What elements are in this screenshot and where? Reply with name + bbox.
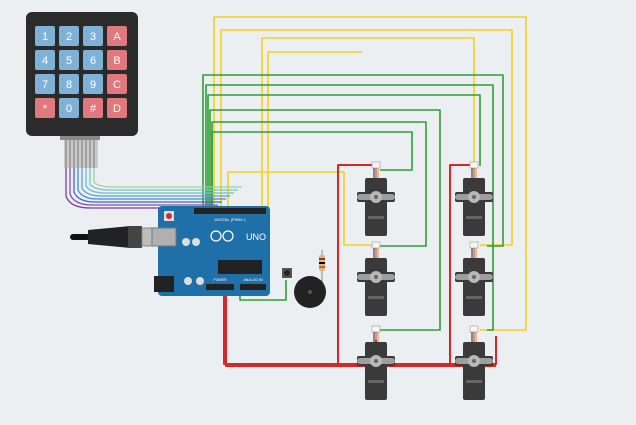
wire-green[interactable] [207, 94, 481, 212]
keypad-key[interactable]: 9 [83, 74, 103, 94]
keypad-key[interactable]: C [107, 74, 127, 94]
keypad-key-label: 1 [42, 31, 48, 43]
keypad-key[interactable]: D [107, 98, 127, 118]
keypad-key-label: 0 [66, 103, 72, 115]
wire-yellow[interactable] [261, 37, 475, 212]
servo-motor[interactable] [357, 241, 395, 316]
keypad-connector [60, 136, 100, 140]
keypad-key-label: 4 [42, 55, 48, 67]
power-header [206, 284, 234, 290]
keypad-key[interactable]: * [35, 98, 55, 118]
keypad-key[interactable]: 5 [59, 50, 79, 70]
keypad-key-label: 7 [42, 79, 48, 91]
servo-motor[interactable] [455, 161, 493, 236]
servo-motor[interactable] [357, 161, 395, 236]
usb-cable[interactable] [70, 226, 165, 248]
keypad-4x4[interactable]: 1 2 3 A 4 5 6 B 7 8 9 C * 0 # D [26, 12, 138, 168]
keypad-keys: 1 2 3 A 4 5 6 B 7 8 9 C * 0 # D [35, 26, 127, 118]
wire-yellow[interactable] [227, 171, 376, 246]
servo-motor[interactable] [455, 241, 493, 316]
keypad-key[interactable]: 3 [83, 26, 103, 46]
keypad-key[interactable]: B [107, 50, 127, 70]
power-header-label: POWER [213, 278, 227, 282]
pushbutton[interactable] [282, 268, 292, 278]
wire-green[interactable] [205, 84, 494, 331]
wire-green[interactable] [209, 109, 441, 331]
keypad-key-label: 2 [66, 31, 72, 43]
keypad-key-label: 6 [90, 55, 96, 67]
wire-green[interactable] [211, 131, 413, 212]
reset-button-cap [166, 213, 172, 219]
keypad-key-label: 3 [90, 31, 96, 43]
keypad-key-label: B [113, 55, 120, 67]
digital-header [194, 208, 266, 214]
capacitor [182, 238, 190, 246]
keypad-key-label: 8 [66, 79, 72, 91]
analog-header [240, 284, 266, 290]
piezo-buzzer[interactable] [294, 276, 326, 308]
capacitor [192, 238, 200, 246]
keypad-key-label: C [113, 79, 121, 91]
keypad-key[interactable]: 1 [35, 26, 55, 46]
keypad-key[interactable]: 2 [59, 26, 79, 46]
arduino-uno-board[interactable]: DIGITAL (PWM~) UNO POWER ANALOG IN [151, 206, 270, 296]
capacitor [196, 277, 204, 285]
keypad-ribbon-cable [65, 168, 242, 209]
capacitor [184, 277, 192, 285]
resistor[interactable] [319, 250, 325, 282]
wire-yellow[interactable] [213, 16, 527, 331]
usb-jack [151, 227, 177, 247]
keypad-key-label: 9 [90, 79, 96, 91]
keypad-key[interactable]: 8 [59, 74, 79, 94]
servo-motor[interactable] [357, 325, 395, 400]
keypad-key[interactable]: # [83, 98, 103, 118]
keypad-pins [64, 140, 98, 168]
keypad-key-label: # [90, 103, 97, 115]
power-jack [154, 276, 174, 292]
keypad-key-label: * [43, 103, 48, 115]
servo-group [357, 161, 493, 400]
keypad-key-label: D [113, 103, 121, 115]
arduino-logo-icon [210, 230, 234, 242]
keypad-key-label: A [113, 31, 121, 43]
uno-label: UNO [246, 232, 266, 242]
atmega-chip [218, 260, 262, 274]
wire-yellow[interactable] [220, 29, 513, 246]
keypad-key[interactable]: 6 [83, 50, 103, 70]
wire-green[interactable] [202, 74, 504, 247]
wire-yellow[interactable] [267, 51, 362, 212]
keypad-key[interactable]: A [107, 26, 127, 46]
keypad-key[interactable]: 7 [35, 74, 55, 94]
digital-header-label: DIGITAL (PWM~) [215, 217, 247, 222]
keypad-key[interactable]: 0 [59, 98, 79, 118]
analog-header-label: ANALOG IN [243, 278, 263, 282]
keypad-key-label: 5 [66, 55, 72, 67]
servo-motor[interactable] [455, 325, 493, 400]
keypad-key[interactable]: 4 [35, 50, 55, 70]
